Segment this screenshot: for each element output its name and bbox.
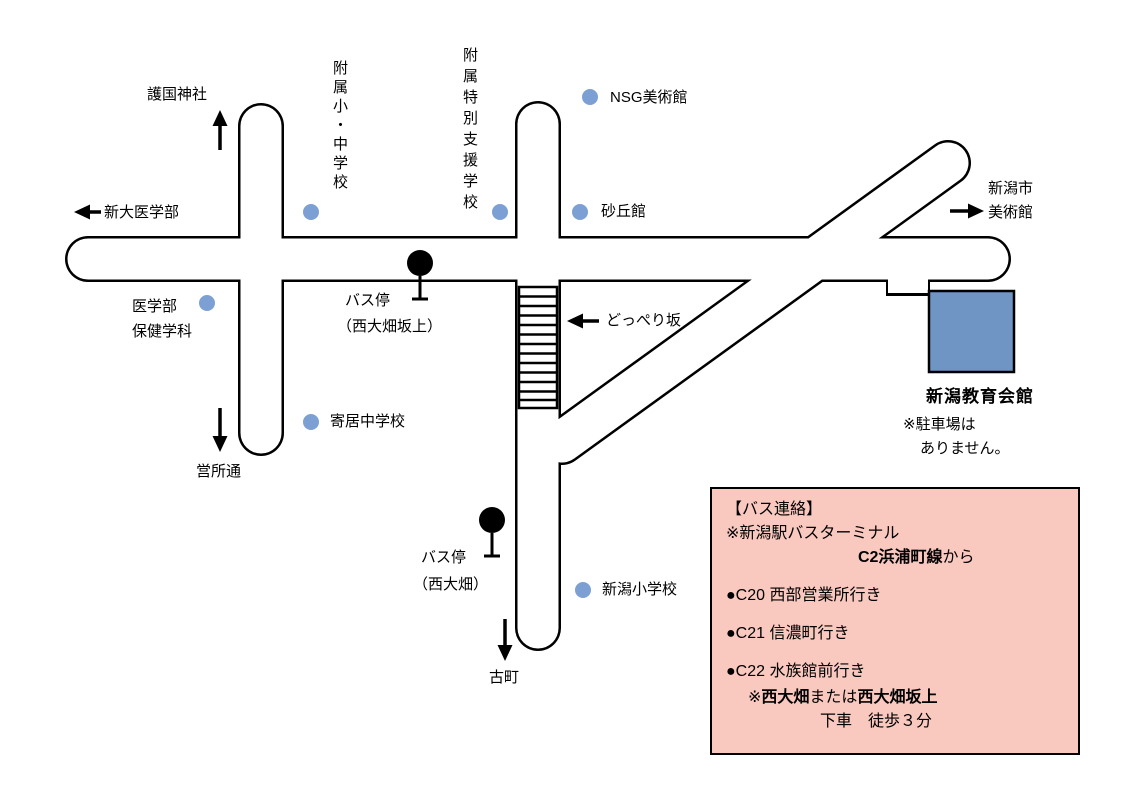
medical-health-label-line1: 医学部 xyxy=(132,298,178,315)
nsg-museum-label: NSG美術館 xyxy=(610,89,688,106)
bus-route-c20: ●C20 西部営業所行き xyxy=(726,587,882,604)
nishiohata-bus-stop-icon xyxy=(479,507,505,558)
bus-info-note-stop1: 西大畑 xyxy=(761,689,810,706)
bus-info-terminal: ※新潟駅バスターミナル xyxy=(726,525,900,542)
bus-info-line: C2浜浦町線から xyxy=(858,546,1064,570)
medical-health-dot-icon xyxy=(199,295,215,311)
furumachi-arrow-down-icon xyxy=(497,619,513,661)
city-museum-label-line1: 新潟市 xyxy=(988,180,1034,197)
nsg-museum-dot-icon xyxy=(582,89,598,105)
parking-note-line2: ありません。 xyxy=(920,440,1010,457)
road-diagonal-surface xyxy=(541,142,969,463)
medical-health-label: 医学部 保健学科 xyxy=(132,294,192,344)
gokoku-shrine-label: 護国神社 xyxy=(147,86,208,103)
gokoku-shrine-arrow-up-icon xyxy=(212,110,228,150)
bus-info-box: 【バス連絡】 ※新潟駅バスターミナル C2浜浦町線から ●C20 西部営業所行き… xyxy=(710,487,1080,755)
niigata-elem-dot-icon xyxy=(575,582,591,598)
sakyukan-label: 砂丘館 xyxy=(601,203,647,220)
city-museum-label: 新潟市 美術館 xyxy=(988,177,1033,225)
bus-info-note: ※西大畑または西大畑坂上 xyxy=(748,686,1064,710)
city-museum-label-line2: 美術館 xyxy=(988,204,1034,221)
shindai-medical-label: 新大医学部 xyxy=(104,204,180,221)
road-surface-group xyxy=(67,103,1009,649)
sakyukan-dot-icon xyxy=(572,204,588,220)
bus-stop2-label-line2: （西大畑） xyxy=(413,576,489,593)
furumachi-label: 古町 xyxy=(489,669,520,686)
fuzoku-elem-junior-label: 附属小・中学校 xyxy=(331,60,348,193)
yorii-junior-high-dot-icon xyxy=(303,414,319,430)
fuzoku-elem-dot-icon xyxy=(303,204,319,220)
dopperi-slope-arrow-left-icon xyxy=(567,313,599,329)
bus-info-note-or: または xyxy=(809,689,858,706)
bus-stop1-label-line2: （西大畑坂上） xyxy=(337,318,443,335)
fuzoku-special-school-label: 附属特別支援学校 xyxy=(461,47,478,215)
bus-stop2-label-line1: バス停 xyxy=(421,549,467,566)
bus-info-line-name: C2浜浦町線 xyxy=(858,549,943,566)
shindai-medical-arrow-left-icon xyxy=(74,204,101,220)
bus-info-note-mark: ※ xyxy=(748,689,762,706)
bus-route-c22: ●C22 水族館前行き xyxy=(726,663,866,680)
education-hall-building xyxy=(927,289,1016,374)
education-hall-label: 新潟教育会館 xyxy=(926,387,1034,406)
fuzoku-special-dot-icon xyxy=(492,204,508,220)
bus-info-title: 【バス連絡】 xyxy=(726,501,823,518)
niigata-elem-label: 新潟小学校 xyxy=(602,581,678,598)
yorii-junior-high-label: 寄居中学校 xyxy=(330,413,406,430)
eisho-dori-arrow-down-icon xyxy=(212,408,228,452)
parking-note-line1: ※駐車場は xyxy=(903,416,976,433)
city-museum-arrow-right-icon xyxy=(950,203,984,219)
bus-info-line-suffix: から xyxy=(942,549,975,566)
eisho-dori-label: 営所通 xyxy=(196,463,242,480)
bus-route-c21: ●C21 信濃町行き xyxy=(726,625,850,642)
bus-stop1-label-line1: バス停 xyxy=(345,292,391,309)
landmark-dots xyxy=(199,89,598,598)
bus-info-note-stop2: 西大畑坂上 xyxy=(857,689,938,706)
dopperi-slope-label: どっぺり坂 xyxy=(606,312,682,329)
nishiohatazakaue-bus-stop-icon xyxy=(407,250,433,301)
bus-info-walk: 下車 徒歩３分 xyxy=(820,713,933,730)
medical-health-label-line2: 保健学科 xyxy=(132,323,193,340)
dopperi-slope-stairs xyxy=(517,285,559,410)
